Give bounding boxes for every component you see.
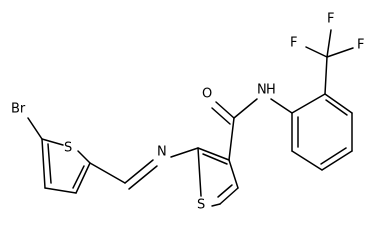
bond-s-c2 bbox=[77, 150, 91, 164]
thiophene-ring bbox=[197, 147, 239, 207]
bond-c-f-right bbox=[326, 47, 354, 58]
bond-c2-c3-inner bbox=[72, 165, 85, 189]
bond-c3-c4 bbox=[228, 159, 239, 189]
bond-c2-c3-inner bbox=[202, 153, 228, 165]
bond-c-f-top-right bbox=[326, 29, 332, 58]
atom-f-top-left: F bbox=[290, 36, 297, 51]
bond-ch-n bbox=[124, 159, 154, 184]
bond-c5-s bbox=[41, 138, 64, 146]
imine-linker bbox=[89, 147, 199, 190]
carboxamide-group bbox=[211, 98, 293, 161]
bond-ph5-ph6 bbox=[291, 150, 323, 171]
bond-n-aryl bbox=[270, 98, 293, 114]
bond-c4-c5 bbox=[41, 138, 46, 189]
atom-s-bromothiophene: S bbox=[64, 141, 72, 156]
bond-ph1-ph2 bbox=[291, 93, 326, 114]
bond-c-n bbox=[233, 98, 258, 119]
bond-ph2-cf3 bbox=[324, 56, 328, 95]
bond-br-c bbox=[27, 117, 43, 140]
bond-c2-c3 bbox=[197, 147, 230, 161]
bond-ph4-ph5 bbox=[321, 150, 353, 171]
bond-s-c2 bbox=[197, 147, 202, 197]
bond-c4-c5 bbox=[219, 187, 239, 205]
bond-c-f-top-left bbox=[305, 46, 328, 58]
bond-ph2-ph3 bbox=[324, 93, 353, 114]
atom-n-amide: N bbox=[257, 83, 267, 98]
bond-c5-s bbox=[211, 203, 221, 207]
bond-c-o bbox=[215, 101, 235, 119]
bond-ch-n-double bbox=[128, 165, 158, 190]
bond-ph2-ph3-inner bbox=[325, 99, 348, 116]
bond-c2-ch bbox=[89, 162, 126, 184]
atom-o-carbonyl: O bbox=[202, 87, 212, 102]
bond-ph4-ph5-inner bbox=[320, 147, 347, 165]
bond-c2-c3 bbox=[75, 162, 91, 194]
bond-n-c2thiophene bbox=[170, 147, 199, 158]
atom-h-amide: H bbox=[266, 83, 276, 98]
bromothiophene-ring bbox=[27, 117, 91, 194]
phenyl-ring bbox=[291, 93, 353, 171]
bond-c-o-double bbox=[211, 107, 231, 125]
atom-n-imine: N bbox=[157, 145, 167, 160]
bond-c4-c5-inner bbox=[217, 184, 233, 198]
bond-c4-c5-inner bbox=[47, 143, 52, 184]
atom-s-thiophene: S bbox=[197, 198, 205, 213]
bond-c3-carbonyl bbox=[228, 117, 235, 161]
atom-br: Br bbox=[11, 102, 26, 117]
atom-f-top-right: F bbox=[327, 12, 334, 27]
atom-f-right: F bbox=[357, 38, 364, 53]
trifluoromethyl-group bbox=[305, 29, 354, 95]
bond-c3-c4 bbox=[44, 187, 77, 194]
chemical-structure-diagram: Br S N S O N H F F F bbox=[11, 12, 364, 213]
